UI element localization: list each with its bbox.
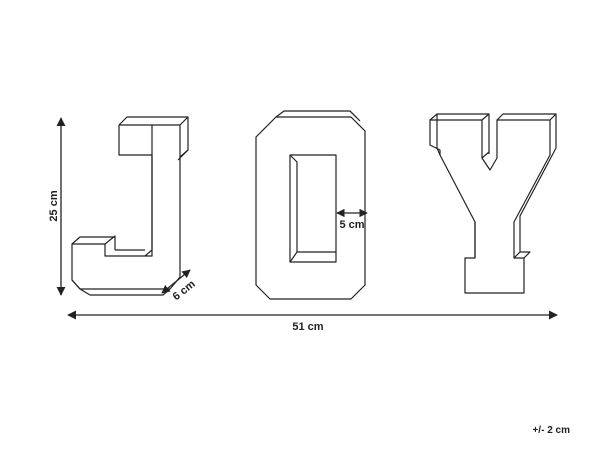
depth-dimension-arrow xyxy=(161,269,191,294)
width-label: 51 cm xyxy=(292,321,323,333)
letter-o xyxy=(255,110,366,300)
depth-label: 6 cm xyxy=(171,278,198,303)
height-label: 25 cm xyxy=(48,190,60,221)
inner-width-label: 5 cm xyxy=(339,219,364,231)
tolerance-note: +/- 2 cm xyxy=(532,425,570,436)
letter-j xyxy=(71,116,189,296)
letter-y xyxy=(429,113,557,294)
